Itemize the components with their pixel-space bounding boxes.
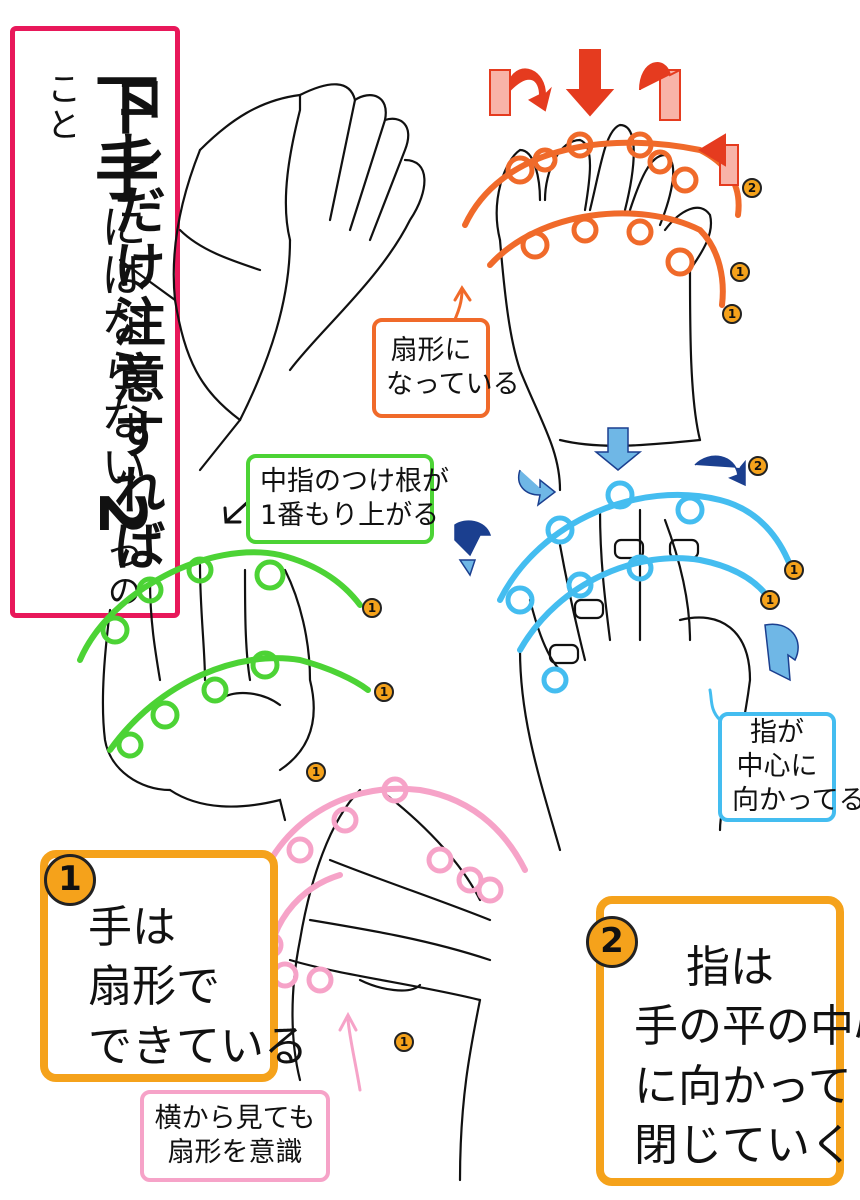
badge: 1: [362, 598, 382, 618]
point-1-box: 1 手は 扇形で できている: [40, 850, 278, 1082]
fist-sketch: [103, 565, 314, 820]
note-fan-shape: 扇形に なっている: [372, 318, 490, 418]
note-line: 扇形に: [386, 334, 476, 368]
badge: 2: [748, 456, 768, 476]
badge: 1: [374, 682, 394, 702]
note-line: 中心に: [732, 750, 822, 784]
point-2-box: 2 指は 手の平の中心 に向かって 閉じていく: [596, 896, 844, 1186]
badge: 1: [306, 762, 326, 782]
badge: 1: [730, 262, 750, 282]
pink-joint-circles: [259, 779, 501, 991]
note-line: 1番もり上がる: [260, 499, 420, 533]
point-2-line: 指は: [634, 938, 826, 997]
point-2-line: に向かって: [634, 1057, 826, 1116]
note-line: 扇形を意識: [154, 1136, 316, 1170]
badge: 1: [722, 304, 742, 324]
point-1-line: できている: [88, 1017, 254, 1076]
note-side-view: 横から見ても 扇形を意識: [140, 1090, 330, 1182]
badge: 2: [742, 178, 762, 198]
point-1-number: 1: [44, 854, 96, 906]
badge: 1: [784, 560, 804, 580]
blue-fan-guides: [500, 495, 790, 650]
blue-motion-arrows: [455, 428, 798, 680]
note-fingers-center: 指が 中心に 向かってる: [718, 712, 836, 822]
note-line: 向かってる: [732, 784, 822, 818]
point-1-line: 手は: [88, 898, 254, 957]
note-line: 中指のつけ根が: [260, 465, 420, 499]
green-fan-guides: [80, 552, 368, 750]
badge: 1: [760, 590, 780, 610]
point-2-line: 閉じていく: [634, 1116, 826, 1175]
point-2-number: 2: [586, 916, 638, 968]
note-line: 指が: [732, 716, 822, 750]
point-1-line: 扇形で: [88, 957, 254, 1016]
badge: 1: [394, 1032, 414, 1052]
note-line: なっている: [386, 368, 476, 402]
note-line: 横から見ても: [154, 1102, 316, 1136]
note-middle-knuckle: 中指のつけ根が 1番もり上がる: [246, 454, 434, 544]
point-2-line: 手の平の中心: [634, 997, 826, 1056]
